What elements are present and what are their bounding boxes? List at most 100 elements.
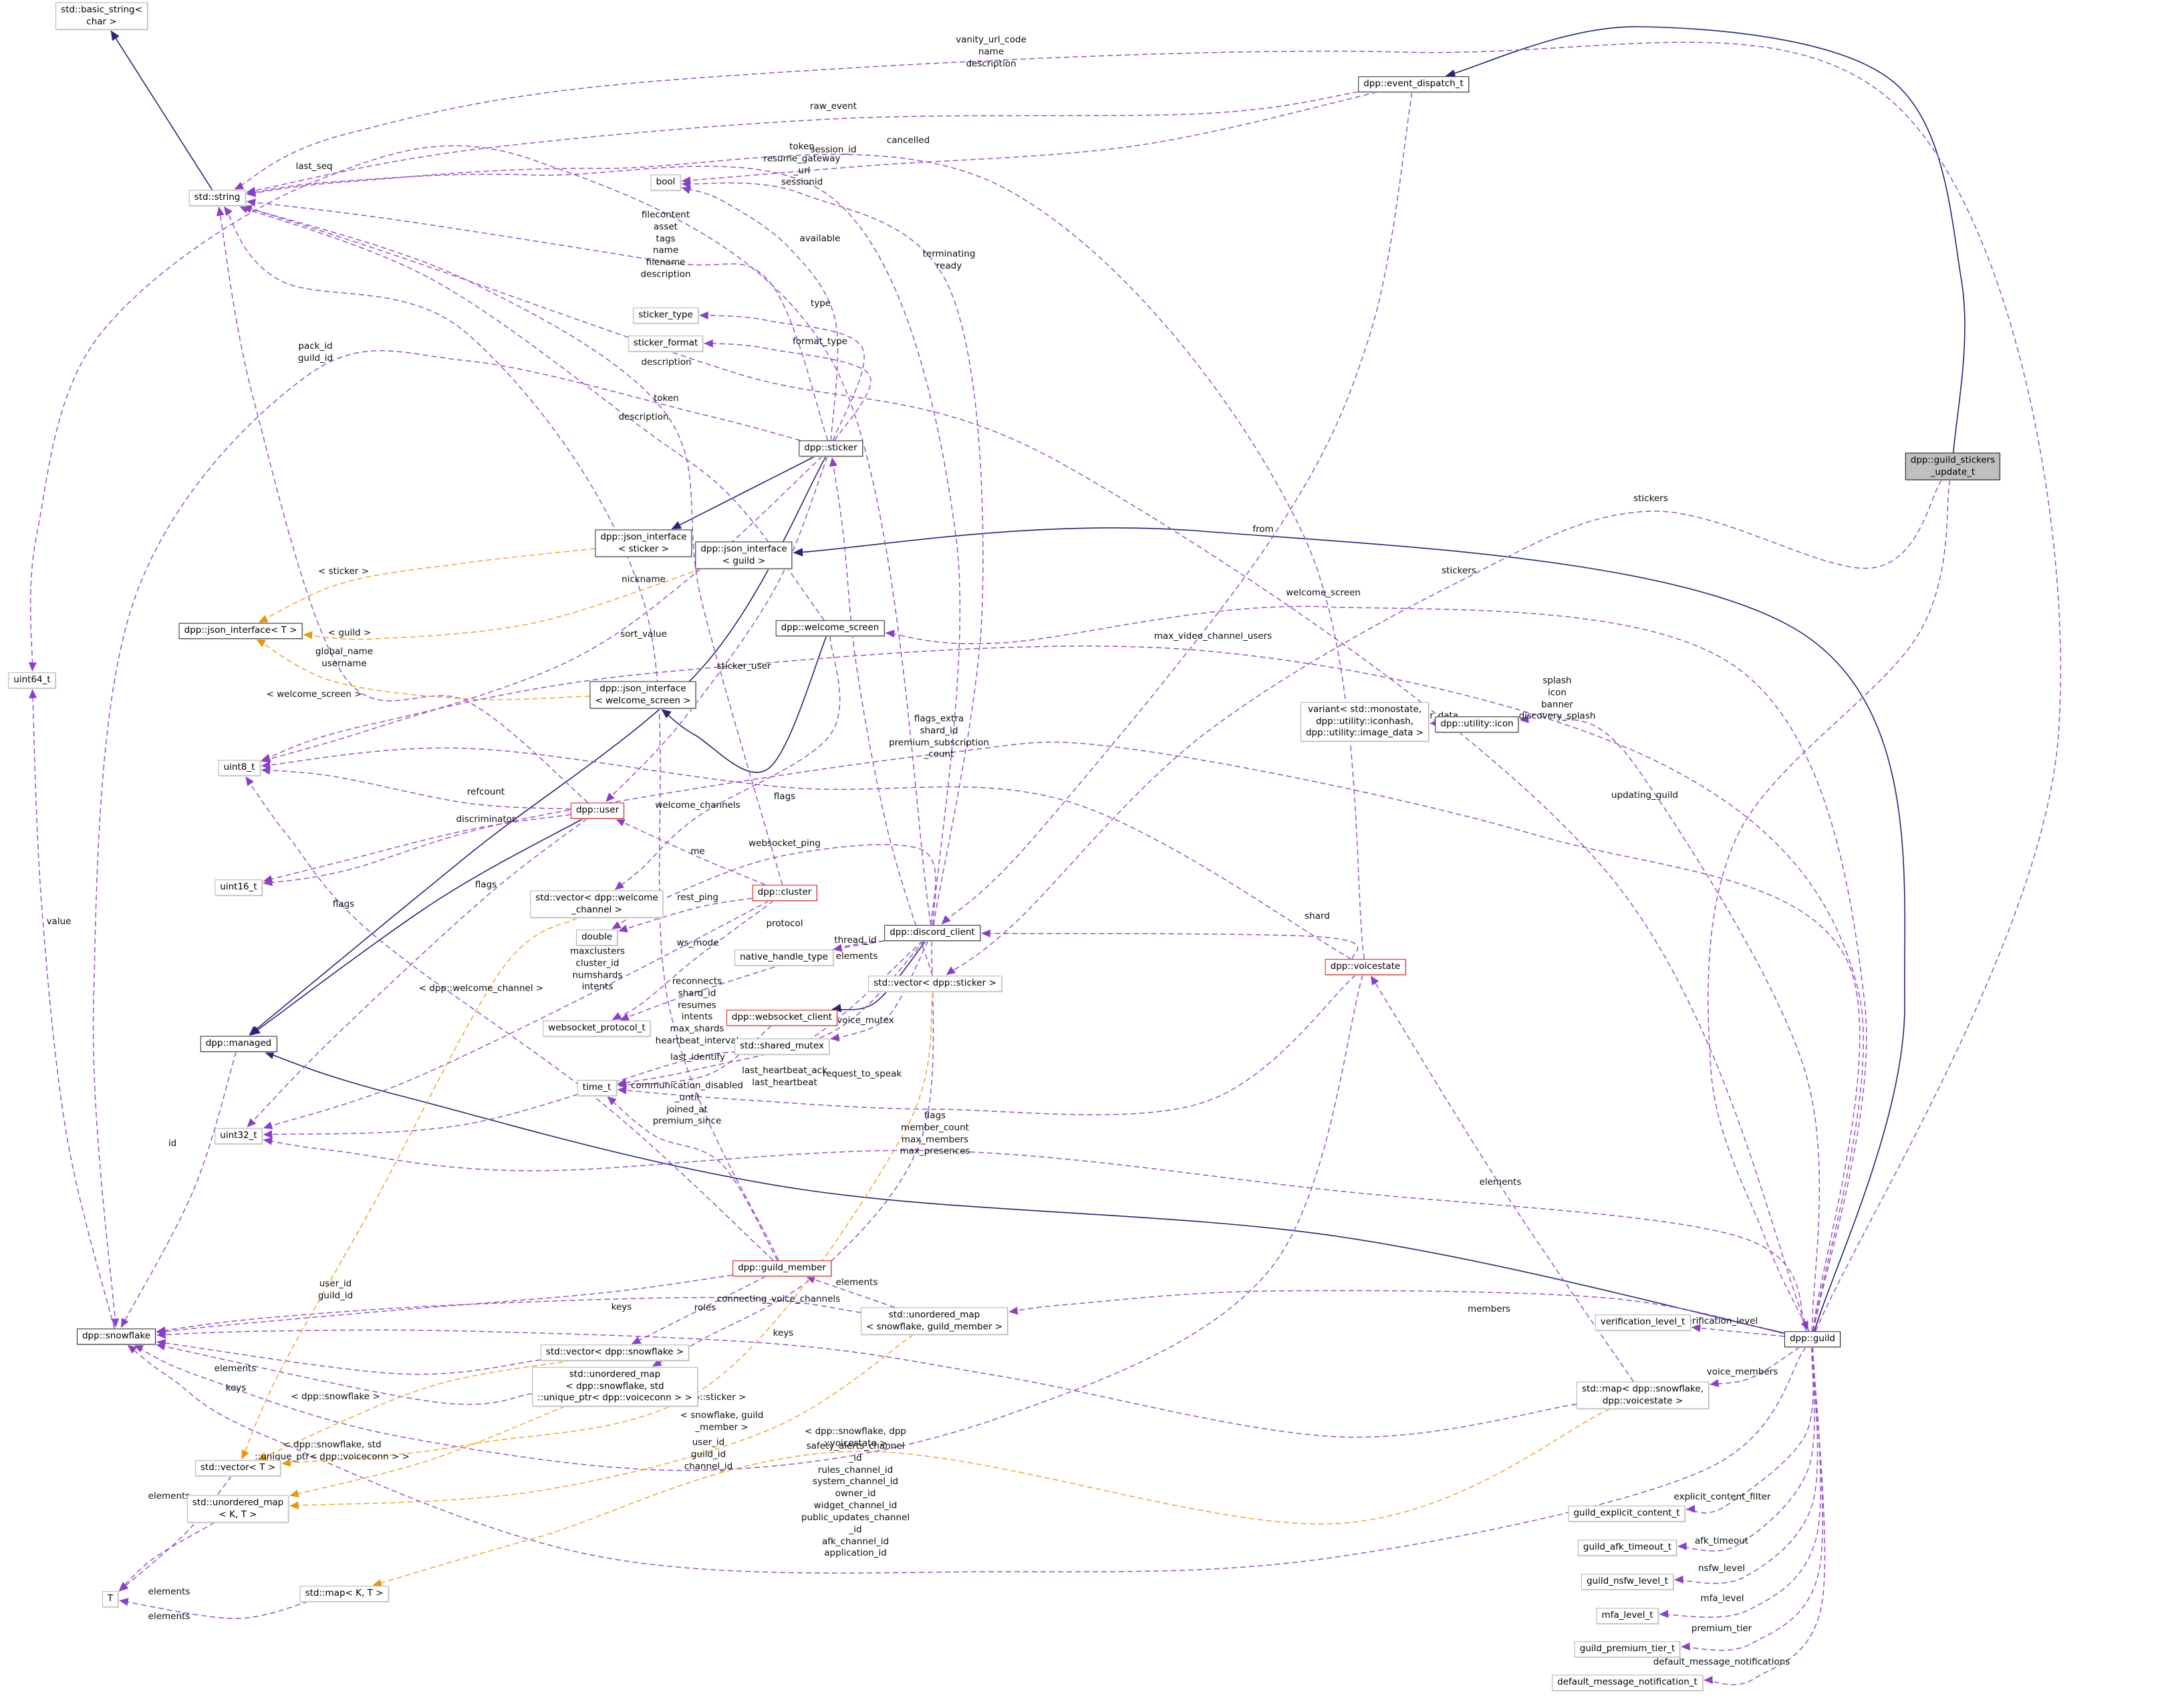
class-node-jif_sticker[interactable]: dpp::json_interface < sticker >	[595, 529, 692, 557]
edge-label: connecting_voice_channels	[716, 1294, 841, 1305]
edge-gmember-snowflake	[156, 1274, 733, 1336]
edge-label: stickers	[1442, 565, 1476, 577]
edge-guild-verification	[1691, 1324, 1785, 1337]
class-node-shmutex[interactable]: std::shared_mutex	[734, 1038, 829, 1054]
edge-label: splash icon banner discovery_splash	[1518, 675, 1596, 722]
edge-dclient-string	[246, 166, 961, 926]
class-node-icon[interactable]: dpp::utility::icon	[1435, 716, 1519, 732]
edge-umap_gm-umap_KT	[289, 1334, 914, 1510]
edge-voicestate-string	[246, 154, 1365, 960]
class-node-g_dmn[interactable]: default_message_notification_t	[1552, 1675, 1703, 1691]
edge-label: format_type	[793, 336, 847, 347]
edge-umap_vc-umap_KT	[289, 1405, 565, 1498]
edge-label: rest_ping	[676, 892, 719, 903]
edge-cluster-uint32	[263, 900, 770, 1129]
class-node-g_premium[interactable]: guild_premium_tier_t	[1574, 1641, 1681, 1657]
class-node-jif_T[interactable]: dpp::json_interface< T >	[178, 623, 303, 639]
class-node-variant[interactable]: variant< std::monostate, dpp::utility::i…	[1300, 702, 1430, 742]
class-node-jif_ws[interactable]: dpp::json_interface < welcome_screen >	[589, 681, 696, 709]
class-node-uint8[interactable]: uint8_t	[218, 760, 261, 776]
class-node-g_nsfw[interactable]: guild_nsfw_level_t	[1581, 1574, 1673, 1590]
edge-label: available	[799, 233, 841, 245]
edge-umap_KT-T	[118, 1522, 215, 1591]
class-node-voicestate[interactable]: dpp::voicestate	[1325, 959, 1406, 975]
class-node-umap_gm[interactable]: std::unordered_map < snowflake, guild_me…	[860, 1307, 1008, 1335]
class-node-dbl[interactable]: double	[575, 930, 618, 946]
class-node-vec_snow[interactable]: std::vector< dpp::snowflake >	[540, 1344, 690, 1361]
edge-label: members	[1467, 1304, 1511, 1315]
edge-user-uint8	[261, 766, 571, 810]
edge-wsclient-time	[617, 1025, 772, 1089]
class-node-sticker_type[interactable]: sticker_type	[633, 307, 698, 323]
edge-dclient-umap_vc	[652, 940, 934, 1367]
edge-guild-g_nsfw	[1674, 1346, 1818, 1584]
class-node-vec_T[interactable]: std::vector< T >	[194, 1460, 281, 1476]
class-node-map_KT[interactable]: std::map< K, T >	[299, 1586, 389, 1602]
class-node-string[interactable]: std::string	[188, 190, 246, 206]
class-node-basic_string[interactable]: std::basic_string< char >	[55, 2, 148, 30]
class-node-guild[interactable]: dpp::guild	[1784, 1331, 1841, 1347]
edge-label: value	[46, 916, 72, 928]
class-node-wsclient[interactable]: dpp::websocket_client	[726, 1010, 838, 1026]
class-node-wsproto[interactable]: websocket_protocol_t	[543, 1020, 651, 1036]
class-node-umap_KT[interactable]: std::unordered_map < K, T >	[186, 1495, 289, 1523]
edge-dclient-wsproto	[620, 940, 885, 1021]
class-node-verification[interactable]: verification_level_t	[1595, 1314, 1691, 1330]
class-node-event_dispatch[interactable]: dpp::event_dispatch_t	[1358, 76, 1469, 92]
edge-event_dispatch-dclient	[941, 92, 1413, 925]
edge-label: elements	[835, 951, 878, 962]
class-node-map_vs[interactable]: std::map< dpp::snowflake, dpp::voicestat…	[1577, 1381, 1709, 1409]
edge-label: < guild >	[327, 627, 372, 639]
class-node-sticker[interactable]: dpp::sticker	[799, 440, 863, 456]
class-node-jif_guild[interactable]: dpp::json_interface < guild >	[695, 541, 793, 569]
edge-label: maxclusters cluster_id numshards intents	[569, 946, 626, 992]
edge-label: pack_id guild_id	[297, 341, 333, 364]
class-node-nht[interactable]: native_handle_type	[734, 950, 833, 966]
class-node-uint64[interactable]: uint64_t	[8, 672, 56, 688]
class-node-g_mfa[interactable]: mfa_level_t	[1596, 1608, 1659, 1624]
class-node-uint32[interactable]: uint32_t	[215, 1128, 263, 1144]
class-node-vec_wc[interactable]: std::vector< dpp::welcome _channel >	[530, 890, 664, 918]
class-node-g_afk[interactable]: guild_afk_timeout_t	[1577, 1540, 1677, 1556]
class-node-cluster[interactable]: dpp::cluster	[752, 885, 817, 901]
class-node-dclient[interactable]: dpp::discord_client	[884, 925, 980, 941]
edge-cluster-user	[616, 819, 766, 885]
edge-vec_snow-snowflake	[156, 1338, 541, 1375]
class-node-vec_sticker[interactable]: std::vector< dpp::sticker >	[868, 976, 1002, 992]
class-node-sticker_format[interactable]: sticker_format	[628, 335, 704, 351]
class-node-gmember[interactable]: dpp::guild_member	[732, 1260, 831, 1276]
class-node-bool[interactable]: bool	[650, 174, 681, 190]
edge-guild-g_afk	[1677, 1346, 1815, 1552]
edge-label: flags_extra shard_id premium_subscriptio…	[889, 713, 989, 760]
class-node-umap_vc[interactable]: std::unordered_map < dpp::snowflake, std…	[532, 1367, 698, 1407]
edge-sticker-sticker_format	[704, 339, 871, 441]
edge-label: vanity_url_code name description	[956, 34, 1027, 69]
edge-label: refcount	[466, 787, 505, 798]
class-node-g_explicit[interactable]: guild_explicit_content_t	[1568, 1506, 1685, 1522]
edge-sticker-string	[246, 198, 829, 441]
edge-welcome_screen-vec_wc	[614, 635, 841, 890]
edge-label: explicit_content_filter	[1673, 1491, 1771, 1503]
class-node-time[interactable]: time_t	[577, 1080, 617, 1096]
edge-umap_gm-gmember	[805, 1276, 896, 1308]
edge-gmember-string	[223, 206, 779, 1261]
edge-jif_guild-jif_T	[303, 568, 702, 640]
edge-guild-map_vs	[1710, 1346, 1800, 1387]
edge-gmember-vec_snow	[631, 1276, 767, 1344]
edge-label: raw_event	[809, 101, 857, 112]
class-node-uint16[interactable]: uint16_t	[215, 879, 263, 895]
class-node-managed[interactable]: dpp::managed	[200, 1036, 277, 1052]
class-node-welcome_screen[interactable]: dpp::welcome_screen	[775, 620, 885, 636]
edge-label: terminating ready	[922, 249, 976, 271]
class-node-gsu[interactable]: dpp::guild_stickers _update_t	[1905, 452, 2001, 480]
edge-label: welcome_screen	[1286, 587, 1361, 599]
class-node-T[interactable]: T	[102, 1591, 119, 1607]
class-node-user[interactable]: dpp::user	[570, 803, 625, 819]
edge-label: reconnects shard_id resumes intents max_…	[655, 976, 739, 1046]
edge-label: shard	[1305, 911, 1330, 922]
edge-label: flags	[773, 791, 796, 803]
edge-label: ws_mode	[676, 938, 719, 949]
class-node-snowflake[interactable]: dpp::snowflake	[76, 1328, 156, 1344]
edge-label: elements	[214, 1363, 257, 1375]
